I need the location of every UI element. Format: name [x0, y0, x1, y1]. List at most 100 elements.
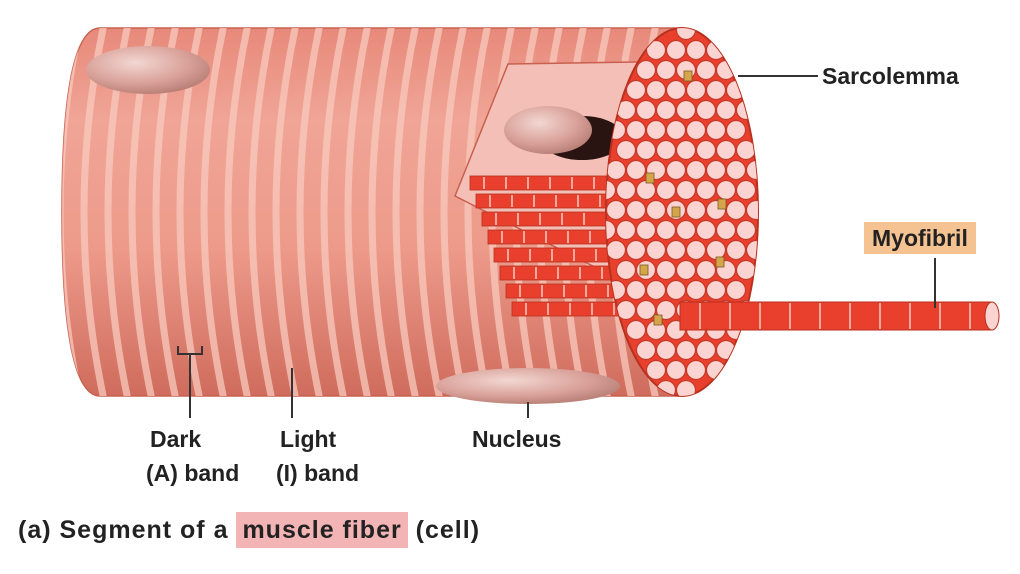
organelle-marker — [671, 206, 681, 218]
myofibril-end — [635, 59, 657, 81]
myofibril-end — [685, 159, 707, 181]
light-band-stripe — [296, 28, 324, 396]
myofibril-end — [655, 339, 677, 361]
myofibril-end — [615, 259, 637, 281]
myofibril-end — [665, 159, 687, 181]
myofibril-end — [665, 359, 687, 381]
myofibril-end — [635, 99, 657, 121]
myofibril-end — [705, 279, 727, 301]
myofibril-end — [665, 279, 687, 301]
organelle-marker — [645, 172, 655, 184]
myofibril-end — [645, 239, 667, 261]
myofibril-end — [735, 219, 757, 241]
light-band-stripe — [200, 28, 228, 396]
light-band-label-line1: Light — [280, 426, 337, 452]
myofibril-end — [645, 79, 667, 101]
myofibril-end — [645, 39, 667, 61]
myofibril-end — [635, 219, 657, 241]
myofibril-end — [715, 99, 737, 121]
light-band-label-line2: (I) band — [276, 460, 360, 486]
myofibril-end — [625, 119, 647, 141]
caption-prefix: (a) Segment of a — [18, 516, 229, 544]
dark-band-label-line1: Dark — [150, 426, 202, 452]
myofibril-end — [615, 139, 637, 161]
myofibril-end — [675, 339, 697, 361]
myofibril-end — [685, 239, 707, 261]
figure-caption: (a) Segment of a muscle fiber (cell) — [18, 512, 480, 548]
myofibril-end — [665, 79, 687, 101]
myofibril-end — [705, 159, 727, 181]
myofibril-end — [625, 319, 647, 341]
myofibril-end — [625, 239, 647, 261]
myofibril-end — [685, 279, 707, 301]
light-band-stripe — [320, 28, 348, 396]
myofibril-end — [665, 119, 687, 141]
myofibril-end — [695, 219, 717, 241]
myofibril-end — [655, 259, 677, 281]
myofibril-end — [645, 119, 667, 141]
myofibril-end — [725, 279, 747, 301]
myofibril-end — [725, 239, 747, 261]
light-band-stripe — [392, 28, 420, 396]
myofibril-end — [685, 199, 707, 221]
myofibril-end — [606, 159, 627, 181]
myofibril-end — [665, 239, 687, 261]
myofibril-end — [645, 359, 667, 381]
organelle-marker — [653, 314, 663, 326]
myofibril-end — [606, 179, 617, 201]
myofibril-end — [675, 179, 697, 201]
myofibril-end — [655, 59, 677, 81]
light-band-stripe — [440, 28, 468, 396]
organelle-marker — [715, 256, 725, 268]
myofibril-end — [715, 179, 737, 201]
light-band-stripe — [464, 28, 492, 396]
surface-nucleus — [86, 46, 210, 94]
bottom-nucleus — [436, 368, 620, 404]
myofibril-end — [725, 199, 747, 221]
organelle-marker — [717, 198, 727, 210]
myofibril-end — [725, 159, 747, 181]
myofibril-end — [625, 279, 647, 301]
myofibril-end — [715, 219, 737, 241]
caption-highlight: muscle fiber — [236, 512, 408, 548]
myofibril-end — [635, 139, 657, 161]
myofibril-end — [606, 199, 627, 221]
light-band-stripe — [248, 28, 276, 396]
myofibril-end — [665, 39, 687, 61]
myofibril-end — [645, 199, 667, 221]
myofibril-end — [705, 39, 727, 61]
myofibril-end — [615, 179, 637, 201]
myofibril-label: Myofibril — [864, 222, 976, 254]
myofibril-end — [725, 119, 747, 141]
light-band-stripe — [272, 28, 300, 396]
myofibril-end — [635, 299, 657, 321]
myofibril-end — [625, 79, 647, 101]
myofibril-end — [606, 219, 617, 241]
leader-lines — [177, 75, 936, 418]
myofibril-end — [606, 239, 627, 261]
myofibril-end — [625, 199, 647, 221]
myofibril-end — [675, 99, 697, 121]
myofibril-end — [685, 79, 707, 101]
myofibril-end — [655, 139, 677, 161]
myofibril-end — [705, 79, 727, 101]
organelle-marker — [683, 70, 693, 82]
myofibril-end — [695, 139, 717, 161]
myofibril-end — [685, 39, 707, 61]
myofibril-end — [695, 99, 717, 121]
sarcolemma-label: Sarcolemma — [822, 63, 959, 89]
myofibril-end — [675, 259, 697, 281]
myofibril-end — [675, 379, 697, 396]
myofibril-end — [675, 139, 697, 161]
myofibril-end — [685, 119, 707, 141]
nucleus-label: Nucleus — [472, 426, 562, 452]
myofibril-end — [695, 339, 717, 361]
myofibril-end — [675, 219, 697, 241]
light-band-stripe — [224, 28, 252, 396]
myofibril-end — [635, 339, 657, 361]
myofibril-end — [655, 99, 677, 121]
myofibril-end — [655, 219, 677, 241]
myofibril-end — [735, 259, 757, 281]
